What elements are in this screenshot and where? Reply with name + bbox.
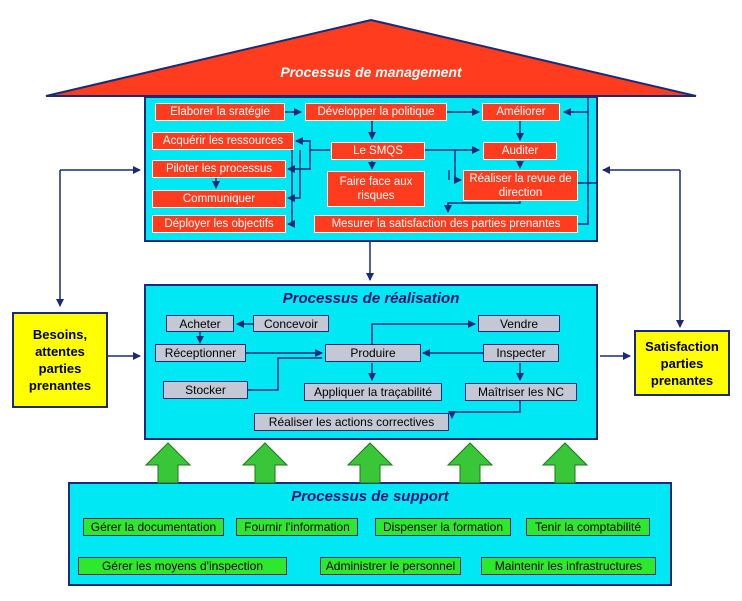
box-concevoir: Concevoir: [253, 315, 329, 332]
box-tracabilite: Appliquer la traçabilité: [304, 383, 442, 401]
up-arrow-icon: [241, 442, 289, 484]
box-receptionner: Réceptionner: [155, 344, 246, 362]
support-title: Processus de support: [291, 488, 449, 505]
box-piloter: Piloter les processus: [152, 160, 286, 178]
up-arrow-icon: [144, 442, 192, 484]
box-comptabilite: Tenir la comptabilité: [526, 518, 650, 536]
box-inspecter: Inspecter: [483, 344, 559, 362]
box-mesurer: Mesurer la satisfaction des parties pren…: [314, 215, 578, 233]
box-actions-correctives: Réaliser les actions correctives: [254, 413, 449, 431]
box-besoins: Besoins, attentes parties prenantes: [12, 312, 108, 408]
box-acquerir: Acquérir les ressources: [152, 132, 294, 150]
box-formation: Dispenser la formation: [375, 518, 511, 536]
box-ameliorer: Améliorer: [482, 103, 560, 121]
box-auditer: Auditer: [483, 142, 557, 160]
box-acheter: Acheter: [166, 315, 234, 332]
box-faire-face: Faire face aux risques: [327, 171, 425, 207]
box-stocker: Stocker: [163, 381, 248, 399]
box-satisfaction: Satisfaction parties prenantes: [634, 330, 730, 396]
box-infrastructures: Maintenir les infrastructures: [481, 557, 656, 575]
box-documentation: Gérer la documentation: [83, 518, 224, 536]
box-smqs: Le SMQS: [331, 142, 425, 160]
up-arrow-icon: [541, 442, 589, 484]
realisation-title: Processus de réalisation: [282, 290, 460, 307]
box-moyens-inspection: Gérer les moyens d'inspection: [78, 557, 287, 575]
box-developper: Développer la politique: [305, 103, 447, 121]
box-deployer: Déployer les objectifs: [152, 215, 286, 233]
box-produire: Produire: [325, 344, 421, 362]
box-personnel: Administrer le personnel: [320, 557, 461, 575]
box-communiquer: Communiquer: [152, 190, 286, 208]
up-arrow-icon: [446, 442, 494, 484]
box-elaborer: Elaborer la sratégie: [155, 103, 285, 121]
up-arrow-icon: [346, 442, 394, 484]
box-revue: Réaliser la revue de direction: [463, 170, 578, 201]
management-title: Processus de management: [280, 64, 462, 80]
box-vendre: Vendre: [478, 315, 560, 332]
box-maitriser: Maîtriser les NC: [465, 383, 577, 401]
box-information: Fournir l'information: [236, 518, 358, 536]
